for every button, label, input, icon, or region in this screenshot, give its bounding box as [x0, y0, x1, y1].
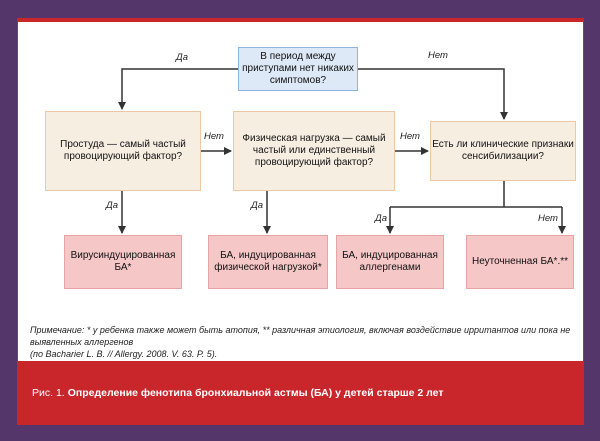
node-cold-question: Простуда — самый частый провоцирующий фа…	[45, 111, 201, 191]
node-exercise-asthma: БА, индуцированная физической нагрузкой*	[208, 235, 328, 289]
node-viral-text: Вирусиндуцированная БА*	[70, 250, 176, 273]
node-sensitization-text: Есть ли клинические признаки сенсибилиза…	[432, 139, 574, 162]
edge-label-yes-start: Да	[176, 52, 188, 63]
edge-label-no-exercise: Нет	[400, 131, 420, 142]
edge-label-yes-cold: Да	[106, 200, 118, 211]
node-allergen-text: БА, индуцированная аллергенами	[342, 250, 438, 273]
figure-caption: Рис. 1. Определение фенотипа бронхиально…	[18, 361, 583, 424]
footnote-line-1: Примечание: * у ребенка также может быть…	[30, 325, 571, 347]
node-exercise-text: Физическая нагрузка — самый частый или е…	[242, 133, 386, 168]
footnote-line-2: (по Bacharier L. B. // Allergy. 2008. V.…	[30, 349, 218, 359]
edge-label-no-sens: Нет	[538, 213, 558, 224]
top-border	[18, 19, 583, 22]
caption-prefix: Рис. 1.	[32, 386, 65, 399]
caption-title: Определение фенотипа бронхиальной астмы …	[67, 386, 444, 399]
node-viral-asthma: Вирусиндуцированная БА*	[64, 235, 182, 289]
node-unspecified-asthma: Неуточненная БА*.**	[466, 235, 574, 289]
node-cold-text: Простуда — самый частый провоцирующий фа…	[60, 139, 186, 162]
node-sensitization-question: Есть ли клинические признаки сенсибилиза…	[430, 121, 576, 181]
edge-label-no-cold: Нет	[204, 131, 224, 142]
flowchart-connectors	[118, 68, 566, 234]
node-start-question: В период между приступами нет никаких си…	[238, 47, 358, 91]
node-exercise-result-text: БА, индуцированная физической нагрузкой*	[214, 250, 322, 273]
node-start-text: В период между приступами нет никаких си…	[242, 51, 354, 86]
node-exercise-question: Физическая нагрузка — самый частый или е…	[233, 111, 395, 191]
footnote: Примечание: * у ребенка также может быть…	[30, 324, 575, 360]
edge-sens-split	[390, 181, 562, 208]
edge-start-no	[358, 68, 508, 120]
edge-label-yes-sens: Да	[375, 213, 387, 224]
node-unspecified-text: Неуточненная БА*.**	[471, 256, 569, 267]
edge-label-yes-exercise: Да	[251, 200, 263, 211]
edge-start-yes	[118, 68, 238, 110]
node-allergen-asthma: БА, индуцированная аллергенами	[336, 235, 444, 289]
edge-label-no-start: Нет	[428, 50, 448, 61]
figure-card: Да Нет Нет Нет Да Да Да Нет В период меж…	[17, 18, 584, 425]
